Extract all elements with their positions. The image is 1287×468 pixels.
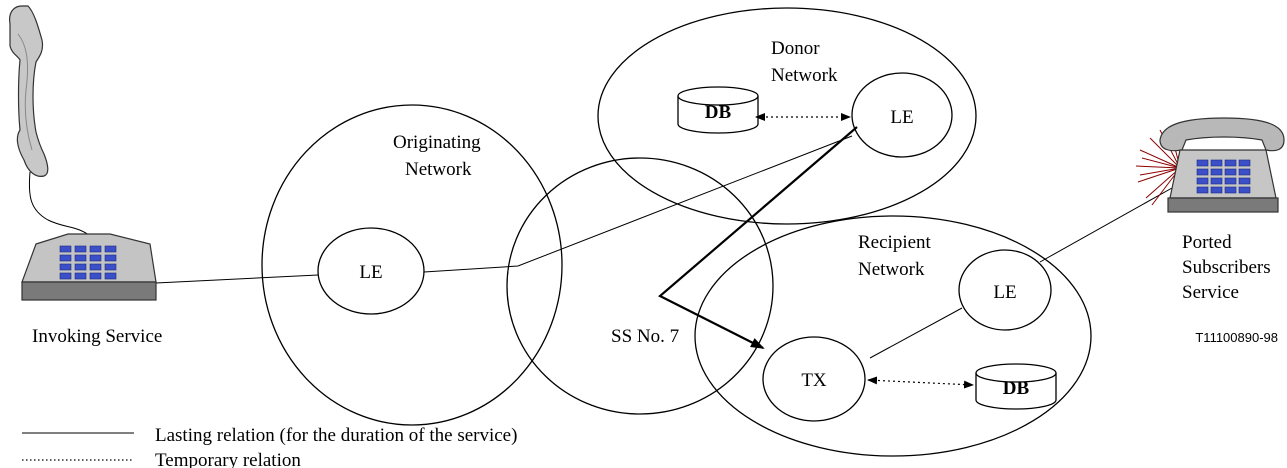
originating-network-label: Originating Network <box>393 132 485 180</box>
handset-icon <box>9 5 49 177</box>
invoking-to-le-line <box>155 274 319 284</box>
invoking-phone-icon <box>21 233 157 301</box>
originating-network-ellipse <box>261 104 563 426</box>
le-recipient-node <box>958 249 1052 331</box>
donor-network-ellipse <box>597 7 977 225</box>
le-recipient-to-ported-phone-line <box>1039 187 1173 263</box>
invoking-service-label: Invoking Service <box>32 326 162 347</box>
legend-lasting-label: Lasting relation (for the duration of th… <box>155 425 517 446</box>
le-donor-node <box>851 72 953 158</box>
db-recipient-label: DB <box>1003 378 1030 399</box>
le-recipient-label: LE <box>993 282 1016 303</box>
db-donor-label: DB <box>705 102 732 123</box>
db-donor-cylinder <box>677 86 759 134</box>
handset-cord <box>28 171 91 237</box>
recipient-network-label: Recipient Network <box>858 232 936 280</box>
figure-id-label: T11100890-98 <box>1195 330 1278 345</box>
ported-subscribers-service-label: Ported Subscribers Service <box>1182 232 1275 303</box>
donor-network-label: Donor Network <box>771 38 838 86</box>
tx-db-recipient-temporary-link <box>867 376 974 389</box>
db-recipient-cylinder <box>975 363 1057 410</box>
le-originating-label: LE <box>359 262 382 283</box>
le-originating-node <box>317 227 425 315</box>
tx-to-le-recipient-line <box>869 307 963 359</box>
ringing-phone-icon <box>1135 117 1285 213</box>
ss7-label: SS No. 7 <box>611 326 679 347</box>
legend: Lasting relation (for the duration of th… <box>22 425 517 468</box>
tx-node <box>762 336 866 422</box>
signalling-path-arrow <box>658 126 858 349</box>
legend-temporary-label: Temporary relation <box>155 450 301 468</box>
le-donor-label: LE <box>890 107 913 128</box>
ss7-network-ellipse <box>506 157 774 415</box>
recipient-network-ellipse <box>694 215 1092 457</box>
le-originating-to-le-donor-line <box>423 135 853 273</box>
tx-label: TX <box>801 370 827 391</box>
